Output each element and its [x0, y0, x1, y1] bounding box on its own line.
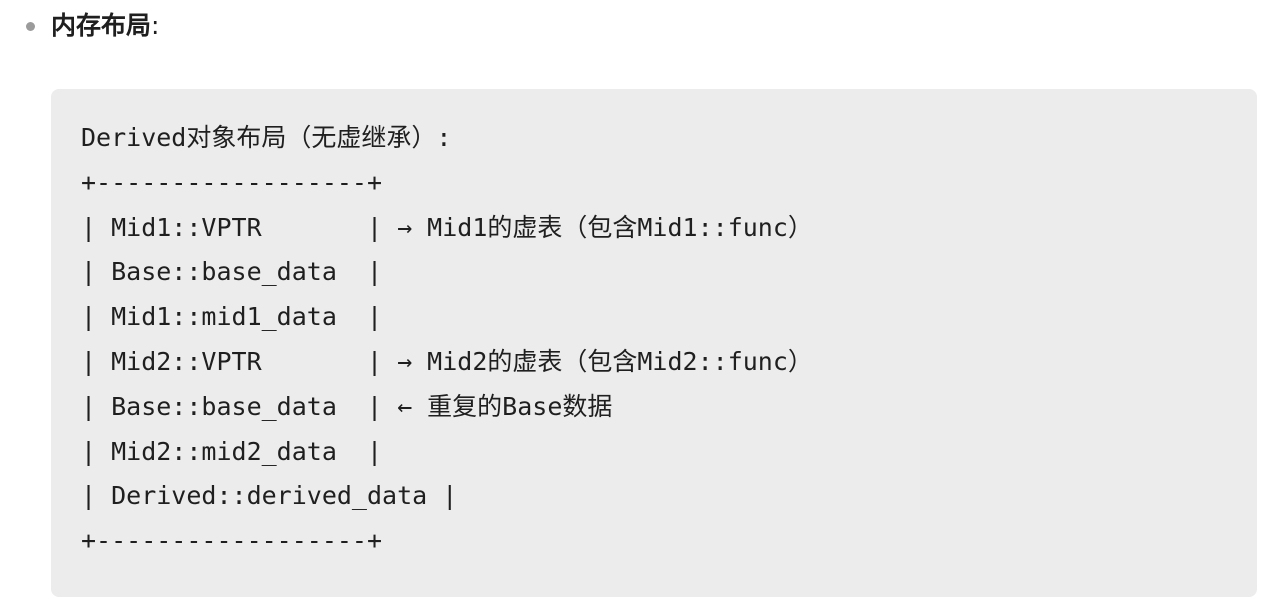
code-line: | Base::base_data | ← 重复的Base数据: [81, 391, 613, 421]
code-line: | Mid2::VPTR | → Mid2的虚表（包含Mid2::func）: [81, 346, 813, 376]
code-line: | Derived::derived_data |: [81, 481, 458, 511]
bullet-item-memory-layout: 内存布局 :: [26, 6, 159, 46]
section-title: 内存布局: [51, 11, 152, 40]
code-block: Derived对象布局（无虚继承）: +------------------+ …: [51, 89, 1257, 597]
section-title-colon: :: [151, 11, 160, 40]
bullet-dot-icon: [26, 21, 35, 31]
code-line: +------------------+: [81, 167, 383, 197]
code-line: | Base::base_data |: [81, 257, 383, 287]
code-line: | Mid2::mid2_data |: [81, 436, 383, 466]
code-line: +------------------+: [81, 526, 383, 556]
code-line: Derived对象布局（无虚继承）:: [81, 123, 452, 152]
code-line: | Mid1::VPTR | → Mid1的虚表（包含Mid1::func）: [81, 212, 813, 242]
code-line: | Mid1::mid1_data |: [81, 302, 383, 332]
